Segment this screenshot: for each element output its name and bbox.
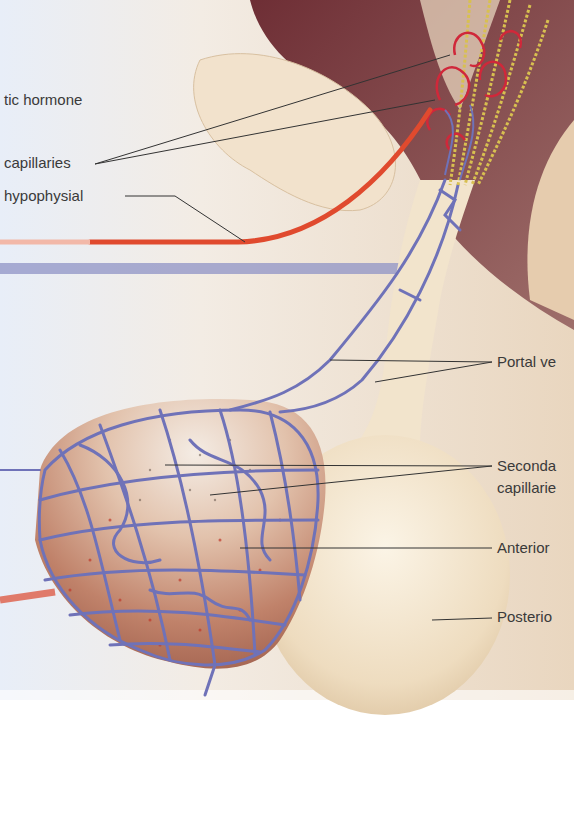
part-label: capillaries [4,153,71,173]
part-label: tic hormone [4,90,82,110]
part-label: Anterior [497,538,550,558]
part-label: hypophysial [4,186,83,206]
part-label: Posterio [497,607,552,627]
part-label: Seconda capillarie [497,455,571,499]
part-label: Portal ve [497,352,556,372]
